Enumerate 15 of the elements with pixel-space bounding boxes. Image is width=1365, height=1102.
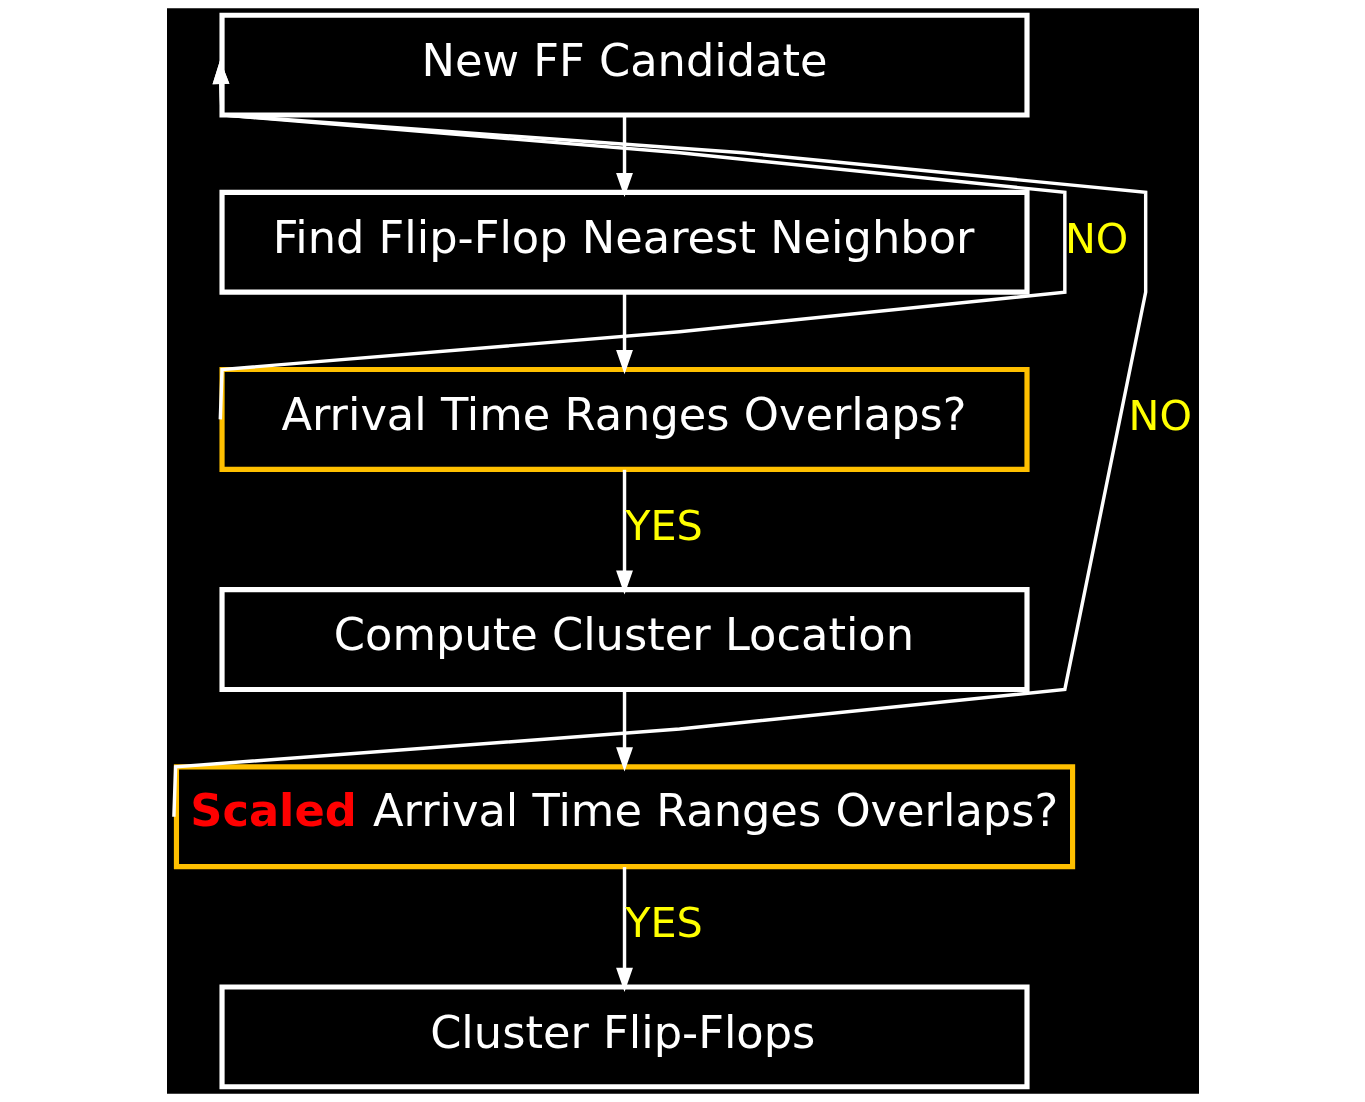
node-box: Scaled Arrival Time Ranges Overlaps? bbox=[173, 764, 1075, 870]
arrow bbox=[615, 292, 633, 375]
node-box: Arrival Time Ranges Overlaps? bbox=[218, 366, 1030, 472]
edge-label: NO bbox=[1128, 392, 1192, 441]
arrow bbox=[615, 469, 633, 595]
arrow bbox=[212, 59, 1067, 420]
edge-label: NO bbox=[1064, 214, 1128, 263]
node-box: Compute Cluster Location bbox=[218, 587, 1030, 693]
node-box: New FF Candidate bbox=[218, 12, 1030, 118]
node-box: Find Flip-Flop Nearest Neighbor bbox=[218, 189, 1030, 295]
arrow bbox=[615, 115, 633, 197]
arrow bbox=[615, 867, 633, 992]
arrow bbox=[171, 59, 1147, 817]
arrow bbox=[615, 689, 633, 772]
node-box: Cluster Flip-Flops bbox=[218, 984, 1030, 1090]
